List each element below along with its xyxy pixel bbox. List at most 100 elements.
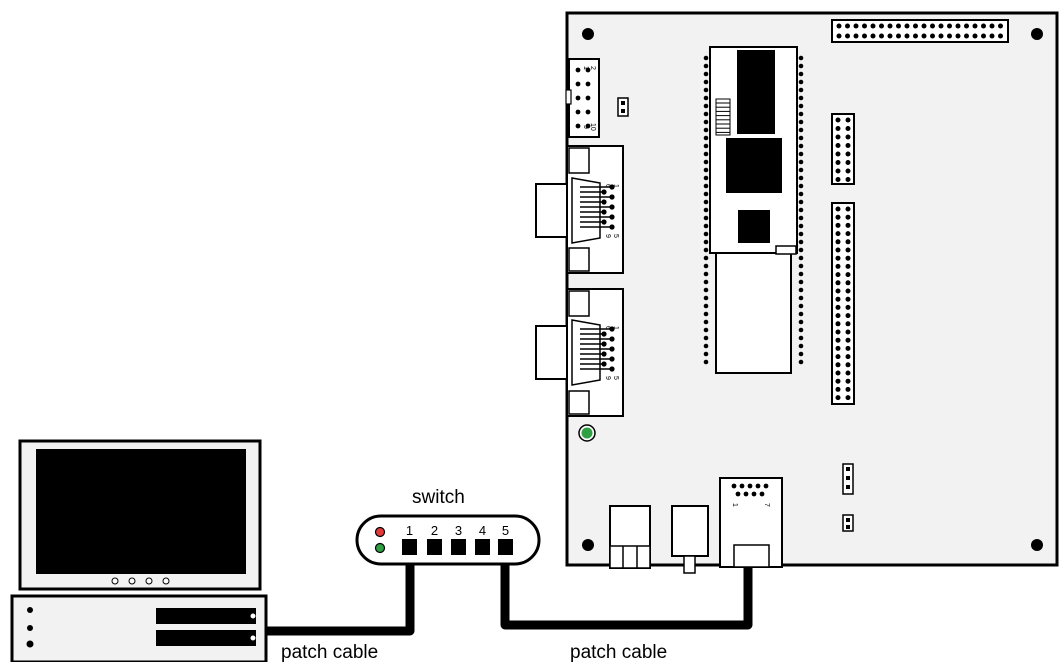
header-pin <box>835 206 841 212</box>
module-pin <box>703 87 709 93</box>
module-pin <box>703 255 709 261</box>
header-pin-label-10: 10 <box>589 123 596 131</box>
header-pin <box>845 354 851 360</box>
db9-2-pin-label-6: 6 <box>604 326 611 330</box>
mounting-holes <box>582 28 1043 551</box>
header-pin <box>835 222 841 228</box>
db9-pin <box>601 331 607 337</box>
rj45-pins <box>731 483 769 497</box>
db9-pin <box>601 341 607 347</box>
switch-port-3 <box>451 539 466 555</box>
header-pin <box>896 33 901 39</box>
db9-pin <box>609 326 615 332</box>
db9-pin <box>609 336 615 342</box>
module-pin <box>703 239 709 245</box>
db9-pin <box>601 189 607 195</box>
module-pin <box>703 351 709 357</box>
monitor-screen <box>36 449 246 574</box>
module-pin <box>798 55 804 61</box>
header-pin <box>845 206 851 212</box>
db9-pin <box>609 224 615 230</box>
db9-1-pin-label-5: 5 <box>612 234 619 238</box>
header-pin <box>835 395 841 401</box>
header-pin <box>585 67 591 73</box>
switch-port-5 <box>498 539 513 555</box>
module-pin <box>703 279 709 285</box>
db9-1-pin-label-1: 1 <box>612 184 619 188</box>
module-pin <box>798 167 804 173</box>
module-pin <box>703 359 709 365</box>
header-pin <box>835 160 841 165</box>
header-pin <box>845 33 850 39</box>
rj45-pin-label-7: 7 <box>763 503 770 507</box>
header-pin <box>835 288 841 294</box>
module-pin <box>798 207 804 213</box>
header-pin <box>835 362 841 368</box>
header-pin <box>575 109 581 115</box>
switch-led-green <box>374 542 386 554</box>
module-pin <box>798 87 804 93</box>
module-pin <box>798 79 804 85</box>
module-pin <box>703 231 709 237</box>
header-pin <box>998 23 1003 29</box>
header-pin <box>845 263 851 269</box>
module-pin <box>703 247 709 253</box>
module-pin <box>703 63 709 69</box>
db9-pin <box>609 184 615 190</box>
switch-port-2 <box>427 539 442 555</box>
header-pin <box>836 33 842 39</box>
module-pin <box>798 103 804 109</box>
module-pin <box>703 175 709 181</box>
header-pin <box>835 296 841 302</box>
module-pin <box>703 71 709 77</box>
header-pin <box>955 33 961 39</box>
patch-cable-label-left: patch cable <box>281 642 378 662</box>
drive-led-top <box>250 613 256 619</box>
module-pin <box>798 335 804 341</box>
module-pin <box>703 319 709 325</box>
header-pin <box>585 109 591 115</box>
module-pin <box>798 223 804 229</box>
jumper-three-pin <box>842 463 854 495</box>
switch-port-label-4: 4 <box>479 523 486 538</box>
header-pin <box>835 370 841 376</box>
header-pin <box>585 123 591 129</box>
switch-label: switch <box>412 487 465 508</box>
switch-port-4 <box>475 539 490 555</box>
header-pin <box>853 33 859 39</box>
header-pin <box>835 143 841 148</box>
network-switch: 1 2 3 4 5 <box>355 514 541 566</box>
header-pin <box>575 67 581 73</box>
header-pin <box>879 23 884 29</box>
header-pin <box>845 239 851 245</box>
header-pin <box>845 362 851 368</box>
module-pin <box>798 159 804 165</box>
header-pin <box>845 231 851 237</box>
header-pin <box>845 395 851 401</box>
header-pin <box>835 280 841 286</box>
header-pin <box>835 345 841 351</box>
db9-1-pin-label-6: 6 <box>604 184 611 188</box>
header-pin <box>575 123 581 129</box>
module-pin <box>703 223 709 229</box>
db9-pin <box>601 361 607 367</box>
db9-connector-1: 6 1 9 5 <box>535 145 624 274</box>
header-pin <box>845 280 851 286</box>
db9-pin <box>609 356 615 362</box>
header-pin <box>835 231 841 237</box>
module-pin <box>798 95 804 101</box>
monitor-buttons <box>111 577 170 585</box>
circuit-board: 2 1 10 9 6 1 9 5 <box>535 11 1059 574</box>
header-pin <box>947 33 952 39</box>
header-pin <box>835 321 841 327</box>
module-pin <box>703 127 709 133</box>
header-pin <box>845 177 851 182</box>
header-pin <box>835 272 841 278</box>
module-pin <box>703 271 709 277</box>
header-pin <box>585 95 591 101</box>
module-pin <box>798 359 804 365</box>
module-pin <box>798 351 804 357</box>
header-pin <box>845 247 851 253</box>
module-pin <box>798 239 804 245</box>
module-pin <box>703 199 709 205</box>
